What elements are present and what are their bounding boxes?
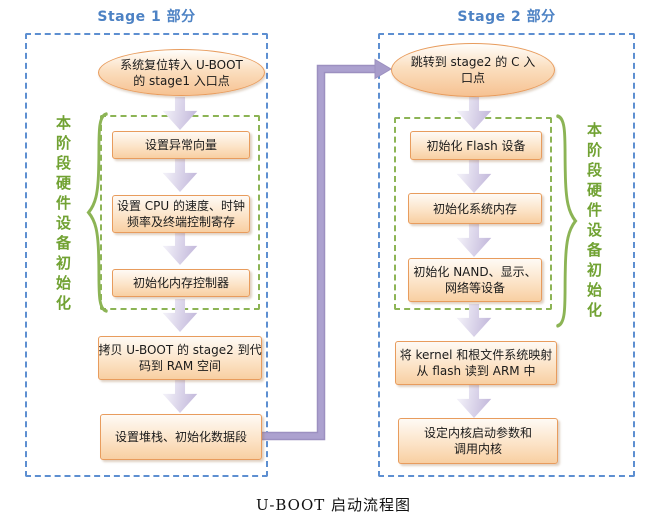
- stage2-step-set-bootargs-call-kernel: 设定内核启动参数和 调用内核: [398, 418, 558, 464]
- stage2-step-map-kernel-rootfs: 将 kernel 和根文件系统映射 从 flash 读到 ARM 中: [395, 341, 557, 385]
- left-brace-icon: [86, 111, 108, 314]
- stage2-region-border: [378, 33, 635, 477]
- step-text: 设置异常向量: [144, 138, 217, 152]
- stage1-step-set-cpu-clock: 设置 CPU 的速度、时钟 频率及终端控制寄存: [112, 195, 250, 233]
- diagram-caption: U-BOOT 启动流程图: [255, 496, 412, 514]
- step-text: 设置 CPU 的速度、时钟: [116, 199, 246, 213]
- step-text: 设置堆栈、初始化数据段: [114, 430, 247, 444]
- stage2-side-label: 本阶段硬件设备初始化: [585, 122, 603, 322]
- step-text: 初始化 Flash 设备: [426, 138, 526, 153]
- stage1-step-init-memory-controller: 初始化内存控制器: [112, 269, 250, 297]
- step-text: 初始化 NAND、显示、: [413, 265, 537, 279]
- stage1-step-set-exception-vector: 设置异常向量: [112, 131, 250, 159]
- step-text: 调用内核: [453, 442, 502, 456]
- stage1-start-line2: 的 stage1 入口点: [133, 73, 230, 88]
- stage1-side-label: 本阶段硬件设备初始化: [54, 115, 72, 315]
- step-text: 将 kernel 和根文件系统映射: [399, 348, 553, 362]
- stage1-start-ellipse: 系统复位转入 U-BOOT 的 stage1 入口点: [98, 49, 265, 96]
- stage2-step-init-system-memory: 初始化系统内存: [408, 193, 542, 224]
- stage2-step-init-nand-display-network: 初始化 NAND、显示、 网络等设备: [408, 258, 542, 302]
- stage2-start-line2: 口点: [460, 71, 485, 85]
- stage2-start-line1: 跳转到 stage2 的 C 入: [410, 55, 536, 69]
- step-text: 从 flash 读到 ARM 中: [416, 364, 536, 378]
- stage1-step-copy-stage2-to-ram: 拷贝 U-BOOT 的 stage2 到代 码到 RAM 空间: [98, 336, 262, 380]
- step-text: 网络等设备: [444, 281, 505, 295]
- step-text: 频率及终端控制寄存: [126, 215, 235, 229]
- stage1-step-setup-stack-init-data: 设置堆栈、初始化数据段: [100, 414, 262, 460]
- step-text: 码到 RAM 空间: [138, 359, 222, 373]
- step-text: 设定内核启动参数和: [423, 426, 532, 440]
- step-text: 初始化系统内存: [432, 201, 517, 216]
- stage2-start-ellipse: 跳转到 stage2 的 C 入 口点: [391, 43, 555, 97]
- right-brace-icon: [556, 113, 578, 329]
- stage1-start-line1: 系统复位转入 U-BOOT: [120, 57, 243, 72]
- stage2-step-init-flash: 初始化 Flash 设备: [410, 131, 542, 160]
- step-text: 初始化内存控制器: [132, 276, 229, 290]
- stage2-title: Stage 2 部分: [457, 9, 556, 25]
- stage1-title: Stage 1 部分: [97, 9, 196, 25]
- step-text: 拷贝 U-BOOT 的 stage2 到代: [98, 343, 262, 357]
